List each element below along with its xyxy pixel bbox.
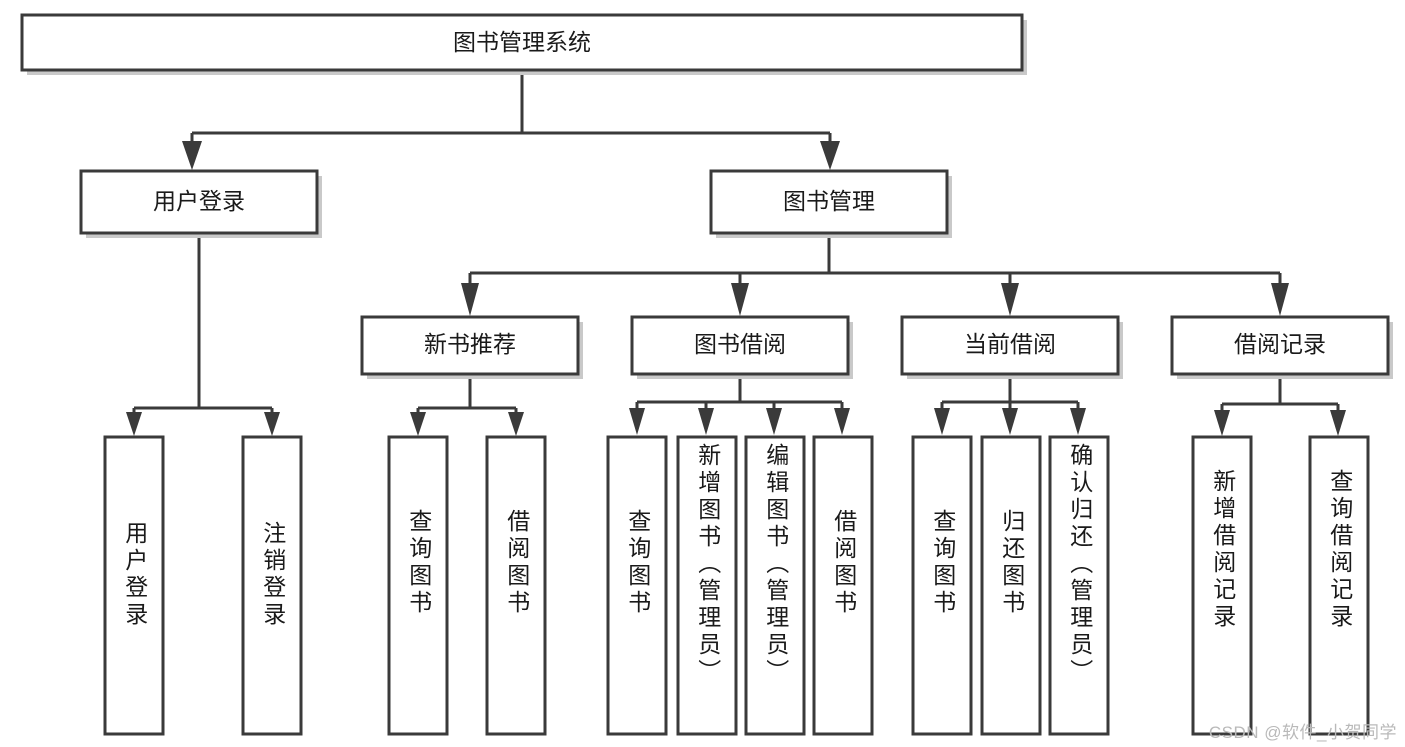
arrow-head-new-book-recommend	[461, 283, 479, 316]
node-user-login-box[interactable]	[79, 169, 319, 235]
node-current-borrow-box[interactable]	[900, 315, 1120, 376]
node-book-borrow-box[interactable]	[630, 315, 850, 376]
arrow-head-leaf-query-book-3	[934, 408, 950, 435]
arrow-head-leaf-edit-book	[766, 408, 782, 435]
connector-layer	[126, 73, 1346, 436]
node-leaf-add-record-box[interactable]	[1191, 435, 1253, 736]
node-leaf-borrow-book-1-box[interactable]	[485, 435, 547, 736]
arrow-head-leaf-confirm-return	[1070, 408, 1086, 435]
node-book-management-box[interactable]	[709, 169, 949, 235]
arrow-head-user-login	[182, 141, 202, 170]
node-leaf-user-logout-box[interactable]	[241, 435, 303, 736]
node-leaf-query-book-1-box[interactable]	[387, 435, 449, 736]
node-leaf-edit-book-box[interactable]	[744, 435, 806, 736]
arrow-head-leaf-query-book-1	[410, 412, 426, 436]
arrow-head-leaf-add-record	[1214, 410, 1230, 436]
node-leaf-return-book-box[interactable]	[980, 435, 1042, 736]
arrow-head-leaf-query-book-2	[629, 408, 645, 435]
node-borrow-record-label: 借阅记录	[1234, 331, 1326, 357]
arrow-head-borrow-record	[1271, 283, 1289, 316]
arrow-head-leaf-query-record	[1330, 410, 1346, 436]
arrow-head-leaf-add-book	[698, 408, 714, 435]
node-leaf-add-book-box[interactable]	[676, 435, 738, 736]
node-current-borrow-label: 当前借阅	[964, 331, 1056, 357]
node-layer: 图书管理系统 用户登录 图书管理 新书推荐 图书借阅 当前借阅 借阅记录	[20, 13, 1393, 736]
arrow-head-leaf-user-logout	[264, 412, 280, 436]
node-leaf-user-login-box[interactable]	[103, 435, 165, 736]
arrow-head-leaf-return-book	[1002, 408, 1018, 435]
node-leaf-confirm-return-box[interactable]	[1048, 435, 1110, 736]
node-borrow-record-box[interactable]	[1170, 315, 1390, 376]
arrow-head-leaf-borrow-book-2	[834, 408, 850, 435]
node-leaf-query-book-3-box[interactable]	[911, 435, 973, 736]
node-root-box[interactable]	[20, 13, 1024, 72]
node-book-borrow-label: 图书借阅	[694, 331, 786, 357]
arrow-head-leaf-user-login	[126, 412, 142, 436]
arrow-head-book-borrow	[731, 283, 749, 316]
node-new-book-recommend-box[interactable]	[360, 315, 580, 376]
arrow-head-leaf-borrow-book-1	[508, 412, 524, 436]
node-leaf-borrow-book-2-box[interactable]	[812, 435, 874, 736]
node-user-login-label: 用户登录	[153, 188, 245, 214]
node-leaf-query-record-box[interactable]	[1308, 435, 1370, 736]
node-book-management-label: 图书管理	[783, 188, 875, 214]
node-new-book-recommend-label: 新书推荐	[424, 331, 516, 357]
node-root-label: 图书管理系统	[453, 29, 591, 55]
node-leaf-query-book-2-box[interactable]	[606, 435, 668, 736]
arrow-head-book-management	[820, 141, 840, 170]
arrow-head-current-borrow	[1001, 283, 1019, 316]
